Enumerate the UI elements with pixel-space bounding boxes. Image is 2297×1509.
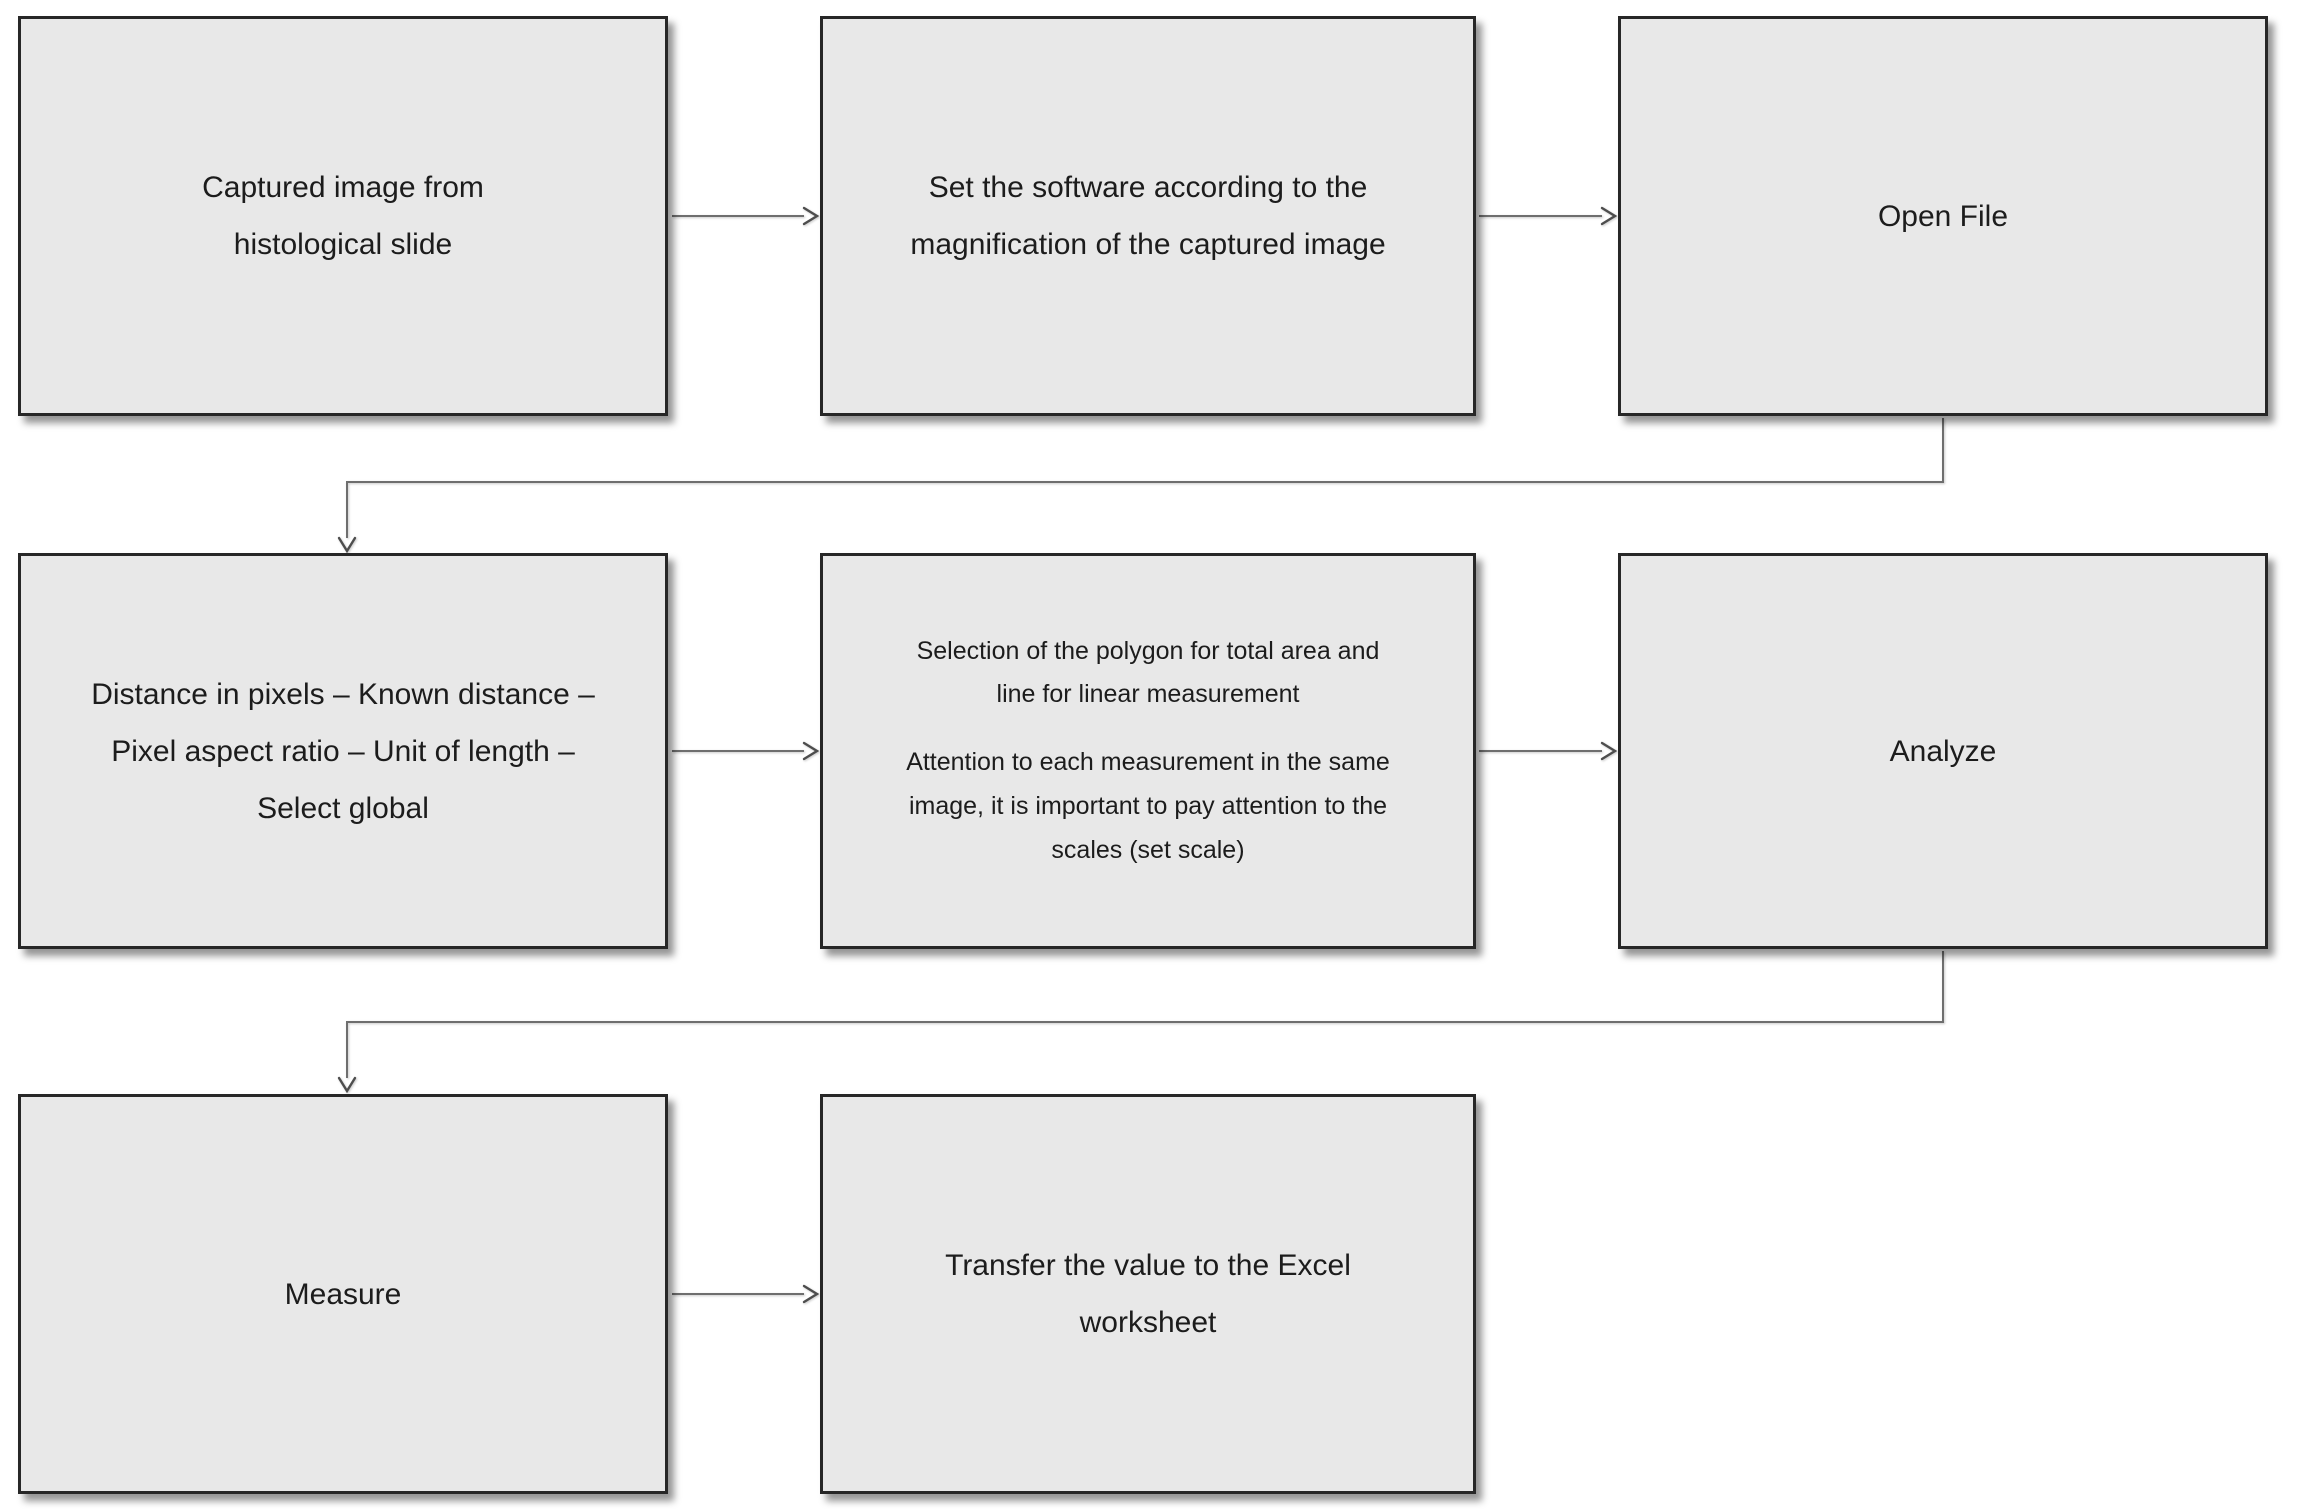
flow-box-distance-pixels: Distance in pixels – Known distance – Pi…	[18, 553, 668, 949]
box-text-line: Measure	[284, 1277, 402, 1311]
flow-box-selection-polygon: Selection of the polygon for total area …	[820, 553, 1476, 949]
box-text-line: Distance in pixels – Known distance –	[91, 677, 595, 711]
flow-box-transfer-excel: Transfer the value to the Excel workshee…	[820, 1094, 1476, 1494]
box-text-line: Select global	[257, 791, 429, 825]
box-text-line: histological slide	[233, 228, 453, 261]
box-text-line: magnification of the captured image	[910, 228, 1386, 261]
elbow-analyze-to-measure	[337, 951, 1944, 1094]
box-text-line: Pixel aspect ratio – Unit of length –	[111, 734, 575, 768]
box-paragraph: Attention to each measurement in the sam…	[906, 741, 1390, 872]
box-text-line: Analyze	[1889, 734, 1997, 768]
box-text-line: Selection of the polygon for total area …	[916, 636, 1380, 665]
box-text-line: Set the software according to the	[928, 171, 1368, 204]
box-text-line: Transfer the value to the Excel	[945, 1249, 1351, 1282]
elbow-openfile-to-distance	[337, 418, 1944, 554]
box-text-line: image, it is important to pay attention …	[908, 791, 1388, 820]
flow-box-measure: Measure	[18, 1094, 668, 1494]
box-text-line: worksheet	[1079, 1306, 1217, 1339]
box-text-line: Attention to each measurement in the sam…	[906, 748, 1390, 777]
flow-box-captured-image: Captured image from histological slide	[18, 16, 668, 416]
box-text-line: line for linear measurement	[996, 680, 1300, 709]
flow-box-open-file: Open File	[1618, 16, 2268, 416]
box-text-line: Open File	[1877, 199, 2009, 233]
flow-box-analyze: Analyze	[1618, 553, 2268, 949]
flow-box-set-software: Set the software according to the magnif…	[820, 16, 1476, 416]
box-text-line: scales (set scale)	[1051, 835, 1245, 864]
box-paragraph: Selection of the polygon for total area …	[917, 630, 1380, 718]
box-text-line: Captured image from	[202, 171, 484, 204]
